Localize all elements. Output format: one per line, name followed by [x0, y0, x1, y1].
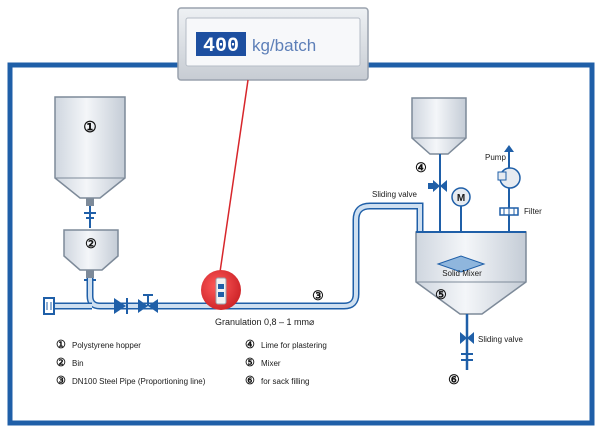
sliding-valve-bottom-label: Sliding valve — [478, 335, 523, 344]
legend: ① Polystyrene hopper ② Bin ③ DN100 Steel… — [56, 339, 327, 387]
signal-line — [219, 79, 249, 273]
bin — [63, 229, 119, 278]
solid-mixer — [415, 231, 527, 315]
polystyrene-hopper — [54, 96, 126, 206]
pump — [497, 145, 521, 232]
legend-num: ① — [56, 339, 66, 351]
display-unit: kg/batch — [252, 36, 316, 55]
lime-hopper — [411, 97, 467, 232]
sliding-valve-top-label: Sliding valve — [372, 190, 417, 199]
granulation-label: Granulation 0,8 – 1 mm⌀ — [215, 317, 315, 327]
check-valve-icon — [114, 298, 128, 314]
bin-number: ② — [85, 236, 97, 251]
mixer-number: ⑤ — [435, 287, 447, 302]
pipe-number: ③ — [312, 288, 324, 303]
legend-num: ② — [56, 357, 66, 369]
valve-icon — [138, 294, 158, 313]
motor-label: M — [457, 193, 465, 204]
display-value: 400 — [203, 35, 239, 58]
legend-text: Lime for plastering — [261, 341, 327, 350]
legend-text: Bin — [72, 359, 84, 368]
filter-label: Filter — [524, 207, 542, 216]
legend-num: ④ — [245, 339, 255, 351]
solid-mixer-label: Solid Mixer — [442, 269, 482, 278]
granulation-sensor — [201, 270, 241, 310]
legend-text: for sack filling — [261, 377, 309, 386]
legend-text: DN100 Steel Pipe (Proportioning line) — [72, 377, 206, 386]
legend-text: Mixer — [261, 359, 281, 368]
lime-number: ④ — [415, 160, 427, 175]
hopper-number: ① — [83, 119, 96, 136]
weight-display: 400 kg/batch — [177, 7, 369, 81]
legend-num: ⑥ — [245, 375, 255, 387]
pump-label: Pump — [485, 153, 506, 162]
filter-icon — [499, 207, 519, 216]
legend-num: ③ — [56, 375, 66, 387]
proportioning-pipe — [43, 202, 424, 315]
outlet-number: ⑥ — [448, 372, 460, 387]
legend-num: ⑤ — [245, 357, 255, 369]
outlet-pipe — [460, 314, 474, 370]
legend-text: Polystyrene hopper — [72, 341, 141, 350]
